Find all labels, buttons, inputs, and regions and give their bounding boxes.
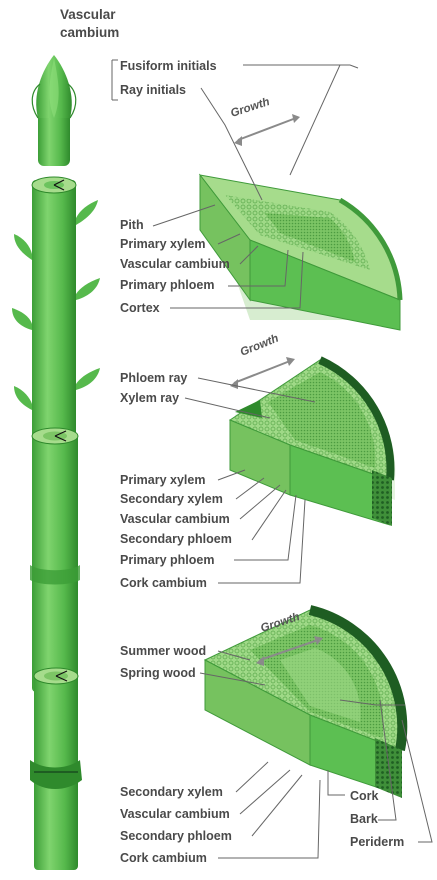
young-stem <box>12 177 100 450</box>
label-bark: Bark <box>350 812 378 826</box>
label-secondary-phloem-2: Secondary phloem <box>120 532 232 546</box>
panel1-growth-arrow <box>238 118 296 140</box>
label-secondary-xylem-3: Secondary xylem <box>120 785 223 799</box>
label-cork-cambium-2: Cork cambium <box>120 576 207 590</box>
label-vascular-cambium-2: Vascular cambium <box>120 512 230 526</box>
title-line-1: Vascular <box>60 7 116 22</box>
label-primary-phloem-2: Primary phloem <box>120 553 214 567</box>
label-ray-initials: Ray initials <box>120 83 186 97</box>
label-phloem-ray: Phloem ray <box>120 371 187 385</box>
title-line-2: cambium <box>60 25 119 40</box>
label-vascular-cambium-3: Vascular cambium <box>120 807 230 821</box>
panel1-growth-label: Growth <box>229 96 271 120</box>
old-stem <box>30 668 82 870</box>
panel2-block <box>230 360 395 526</box>
label-primary-xylem-2: Primary xylem <box>120 473 205 487</box>
label-secondary-xylem-2: Secondary xylem <box>120 492 223 506</box>
label-xylem-ray: Xylem ray <box>120 391 179 405</box>
label-spring-wood: Spring wood <box>120 666 196 680</box>
label-primary-xylem-1: Primary xylem <box>120 237 205 251</box>
label-cortex: Cortex <box>120 301 160 315</box>
panel2-growth-label: Growth <box>239 333 281 359</box>
label-cork-cambium-3: Cork cambium <box>120 851 207 865</box>
label-vascular-cambium-1: Vascular cambium <box>120 257 230 271</box>
label-summer-wood: Summer wood <box>120 644 206 658</box>
panel2-growth-arrow <box>234 361 290 383</box>
label-secondary-phloem-3: Secondary phloem <box>120 829 232 843</box>
label-pith: Pith <box>120 218 144 232</box>
secondary-stem <box>30 428 80 692</box>
label-fusiform-initials: Fusiform initials <box>120 59 217 73</box>
label-periderm: Periderm <box>350 835 404 849</box>
bud-stem <box>32 55 76 166</box>
panel3-block <box>205 610 402 798</box>
label-cork: Cork <box>350 789 379 803</box>
label-primary-phloem-1: Primary phloem <box>120 278 214 292</box>
